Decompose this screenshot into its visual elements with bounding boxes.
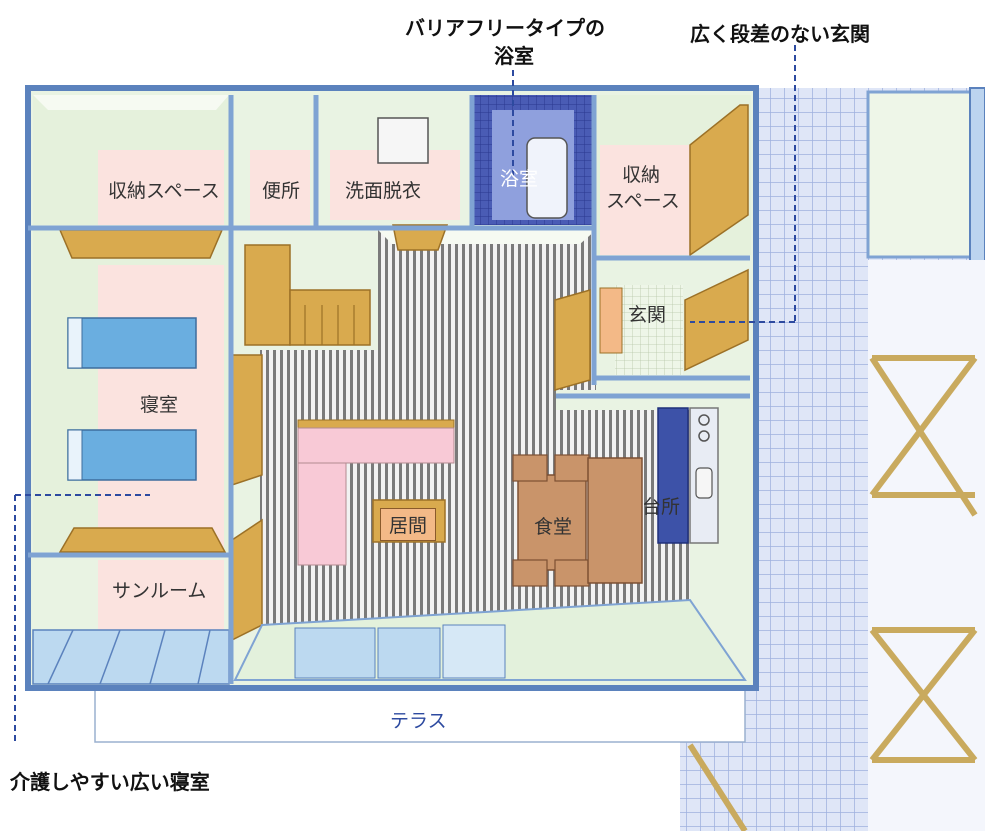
label-toilet: 便所 [262, 180, 301, 202]
toilet-floor [250, 150, 310, 225]
entrance-tiled [615, 285, 683, 375]
chair-3 [512, 559, 548, 587]
label-living: 居間 [380, 508, 437, 541]
label-storage-left: 収納スペース [108, 180, 220, 202]
bathtub [526, 137, 568, 219]
label-terrace: テラス [390, 710, 447, 732]
glass-1 [294, 627, 376, 679]
label-sunroom: サンルーム [112, 580, 207, 602]
kitchen-counter-blue [657, 407, 689, 544]
wash-cabinet [392, 224, 449, 251]
deck-line-2 [99, 629, 121, 685]
deck-line-3 [149, 629, 166, 685]
burner-2 [698, 430, 710, 442]
sunroom-floor [98, 560, 224, 630]
closet-top [58, 229, 224, 259]
bed-1-pillow [67, 317, 83, 369]
bed-2 [67, 429, 197, 481]
chair-1 [512, 454, 548, 482]
callout-bath-type: バリアフリータイプの [405, 16, 605, 40]
wash-basin [377, 117, 429, 164]
label-storage-right-2: スペース [606, 190, 680, 212]
callout-bath-type-2: 浴室 [494, 44, 534, 68]
label-storage-right-1: 収納 [622, 164, 661, 186]
label-washroom: 洗面脱衣 [345, 180, 422, 202]
entrance-shoebox [684, 268, 749, 372]
label-bedroom: 寝室 [140, 394, 179, 416]
closet-bottom [58, 527, 227, 553]
label-kitchen: 台所 [642, 496, 681, 518]
bed-1 [67, 317, 197, 369]
entrance-step [599, 287, 623, 354]
burner-1 [698, 414, 710, 426]
label-bathroom: 浴室 [500, 168, 539, 190]
right-building-wall [969, 87, 985, 289]
callout-leaders [14, 45, 796, 745]
bedroom-floor [98, 265, 224, 550]
hall-cabinet [231, 354, 263, 487]
callout-entrance: 広く段差のない玄関 [690, 22, 870, 46]
deck-line-1 [47, 629, 74, 685]
entry-door-block [554, 289, 591, 391]
chair-4 [554, 559, 590, 587]
lower-cabinet [231, 518, 263, 642]
storage-left-floor [98, 150, 224, 225]
right-building-floor [866, 90, 985, 259]
glass-2 [377, 627, 441, 679]
bed-2-pillow [67, 429, 83, 481]
stair-block-2 [289, 289, 371, 346]
dining-table [517, 474, 587, 571]
sofa-seat-left [297, 462, 347, 566]
kitchen-sink [695, 467, 713, 499]
interior-walls [28, 95, 750, 684]
storage-right-shelf [689, 104, 749, 257]
dining-counter [587, 457, 643, 584]
label-dining: 食堂 [534, 516, 573, 538]
storage-left-wall-shade [33, 95, 229, 110]
chair-2 [554, 454, 590, 482]
trellis [687, 355, 978, 831]
glass-3 [442, 624, 506, 679]
callout-bedroom: 介護しやすい広い寝室 [10, 770, 210, 794]
stair-block-1 [244, 244, 291, 346]
storage-right-floor [600, 145, 692, 255]
deck-line-4 [197, 629, 211, 685]
sofa-seat-top [297, 427, 455, 464]
label-entrance: 玄関 [628, 304, 667, 326]
